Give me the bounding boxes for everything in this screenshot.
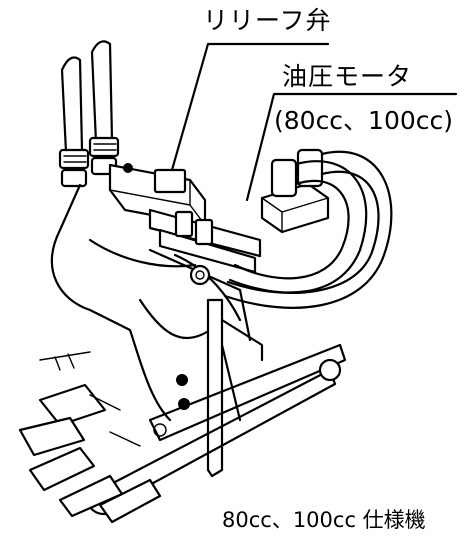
cutter-knives — [18, 351, 162, 524]
hydraulic-motor — [260, 148, 330, 234]
leader-hydraulic-motor — [245, 92, 458, 202]
relief-valve-label: リリーフ弁 — [203, 6, 332, 35]
vertical-hoses — [58, 40, 120, 188]
pipes-to-motor — [148, 208, 262, 274]
motor-capacity-label: (80cc、100cc) — [274, 106, 454, 135]
spec-caption: 80cc、100cc 仕様機 — [222, 508, 426, 532]
leader-relief-valve — [170, 42, 330, 172]
motor-loop-hoses — [223, 150, 393, 309]
header-housing — [50, 183, 252, 437]
hydraulic-motor-label: 油圧モータ — [282, 62, 413, 91]
